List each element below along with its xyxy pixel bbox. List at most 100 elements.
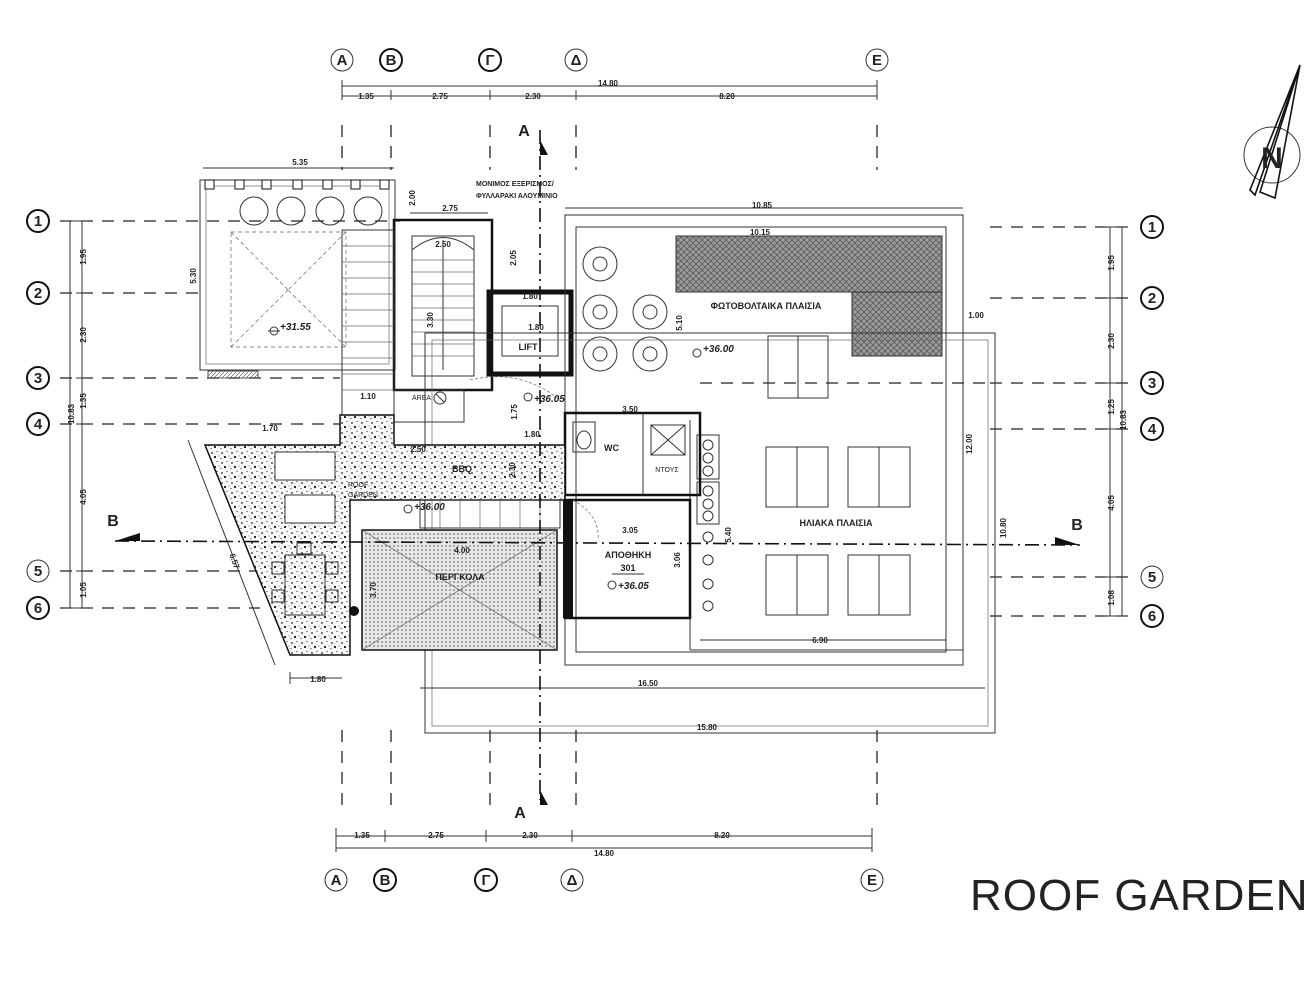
svg-text:6: 6	[1148, 608, 1156, 625]
drainage-grate	[207, 370, 259, 379]
svg-text:1: 1	[34, 213, 42, 230]
upper-terrace: 5.35 5.30 +31.55	[189, 158, 396, 379]
svg-text:ΗΛΙΑΚΑ ΠΛΑΙΣΙΑ: ΗΛΙΑΚΑ ΠΛΑΙΣΙΑ	[800, 518, 873, 528]
svg-text:3: 3	[1148, 375, 1156, 392]
svg-text:AREA: AREA	[412, 395, 431, 402]
svg-text:10.83: 10.83	[67, 403, 76, 424]
svg-text:3.70: 3.70	[369, 582, 378, 598]
row-bubbles-left: 1 2 3 4 5 6	[26, 209, 50, 620]
right-dimension-chain: 1.95 2.30 1.25 4.05 1.08 10.83	[1104, 226, 1128, 617]
svg-text:+36.05: +36.05	[534, 394, 565, 405]
level-marker-storage: +36.05	[607, 580, 649, 592]
svg-text:WC: WC	[604, 443, 619, 453]
column-bubbles-top: Α Β Γ Δ Ε	[330, 48, 889, 72]
grid-bubble-a-bottom: Α	[324, 868, 348, 892]
svg-text:BBQ: BBQ	[452, 464, 472, 474]
left-dimension-chain: 1.95 2.30 1.35 4.05 1.05 10.83	[64, 220, 88, 609]
svg-text:2.30: 2.30	[522, 831, 538, 840]
staircase: 2.75 2.00 2.50 3.30 2.05	[262, 190, 518, 433]
svg-text:2.50: 2.50	[410, 445, 426, 454]
svg-text:2.30: 2.30	[79, 327, 88, 343]
svg-text:5.30: 5.30	[189, 268, 198, 284]
parapet-posts	[204, 179, 390, 190]
svg-text:1.80: 1.80	[524, 430, 540, 439]
svg-text:2.30: 2.30	[508, 462, 517, 478]
level-marker-landing: +36.05	[523, 392, 565, 405]
svg-text:ΦΩΤΟΒΟΛΤΑΙΚΑ ΠΛΑΙΣΙΑ: ΦΩΤΟΒΟΛΤΑΙΚΑ ΠΛΑΙΣΙΑ	[711, 301, 822, 311]
svg-text:A: A	[514, 805, 526, 822]
svg-text:4: 4	[1148, 421, 1157, 438]
roof-garden: 2.50 BBQ ROOF GARDEN +36.00 2.30 6.57	[187, 414, 566, 666]
svg-text:3.50: 3.50	[622, 405, 638, 414]
svg-text:Β: Β	[386, 52, 397, 69]
svg-text:Ε: Ε	[872, 52, 882, 69]
svg-text:1.95: 1.95	[79, 249, 88, 265]
grid-bubble-3-left: 3	[26, 366, 50, 390]
pv-panel-array-lower	[851, 291, 943, 357]
svg-text:2.00: 2.00	[408, 190, 417, 206]
svg-text:2: 2	[34, 285, 42, 302]
svg-text:10.15: 10.15	[750, 228, 771, 237]
svg-text:2.30: 2.30	[525, 92, 541, 101]
svg-text:10.80: 10.80	[999, 517, 1008, 538]
north-arrow-icon: N	[1243, 64, 1301, 200]
svg-text:14.80: 14.80	[594, 849, 615, 858]
svg-text:Α: Α	[337, 52, 348, 69]
svg-text:Β: Β	[380, 872, 391, 889]
svg-text:A: A	[518, 123, 530, 140]
svg-text:1.35: 1.35	[354, 831, 370, 840]
svg-text:1.25: 1.25	[1107, 399, 1116, 415]
grid-bubble-e-top: Ε	[865, 48, 889, 72]
svg-text:+36.00: +36.00	[414, 502, 445, 513]
svg-text:6: 6	[34, 600, 42, 617]
svg-text:1.05: 1.05	[79, 582, 88, 598]
grid-bubble-e-bottom: Ε	[860, 868, 884, 892]
svg-text:4.00: 4.00	[454, 546, 470, 555]
svg-text:1.35: 1.35	[79, 393, 88, 409]
svg-text:3: 3	[34, 370, 42, 387]
grid-bubble-6-left: 6	[26, 596, 50, 620]
svg-text:14.80: 14.80	[598, 79, 619, 88]
grid-bubble-5-right: 5	[1140, 565, 1164, 589]
water-tanks-right	[582, 246, 668, 372]
svg-text:1: 1	[1148, 219, 1156, 236]
svg-text:2.75: 2.75	[428, 831, 444, 840]
ladder-note: ΜΟΝΙΜΟΣ ΕΞΕΡΙΣΜΟΣ/ ΦΥΛΛΑΡΑΚΙ ΑΛΟΥΜΙΝΙΟ	[476, 181, 558, 200]
drawing-title: ROOF GARDEN	[970, 871, 1308, 920]
svg-text:2.30: 2.30	[1107, 333, 1116, 349]
svg-text:5: 5	[1148, 569, 1156, 586]
svg-text:ΦΥΛΛΑΡΑΚΙ ΑΛΟΥΜΙΝΙΟ: ΦΥΛΛΑΡΑΚΙ ΑΛΟΥΜΙΝΙΟ	[476, 193, 558, 200]
svg-text:B: B	[107, 513, 119, 530]
grid-bubble-4-right: 4	[1140, 417, 1164, 441]
svg-text:ΝΤΟΥΣ: ΝΤΟΥΣ	[655, 467, 679, 474]
svg-text:2.75: 2.75	[432, 92, 448, 101]
grid-bubble-b-top: Β	[379, 48, 403, 72]
pergola: 4.00 3.70 ΠΕΡΓΚΟΛΑ	[361, 529, 558, 651]
svg-text:1.95: 1.95	[1107, 255, 1116, 271]
stair-treads	[412, 259, 474, 357]
svg-text:LIFT: LIFT	[519, 342, 538, 352]
svg-text:Ε: Ε	[867, 872, 877, 889]
svg-text:10.83: 10.83	[1119, 409, 1128, 430]
grid-bubble-5-left: 5	[26, 559, 50, 583]
lift-shaft: 1.80 1.80 LIFT +36.05	[469, 289, 574, 405]
svg-text:8.20: 8.20	[714, 831, 730, 840]
svg-text:1.80: 1.80	[522, 292, 538, 301]
dining-table	[271, 542, 339, 616]
svg-text:1.70: 1.70	[262, 424, 278, 433]
svg-text:ΜΟΝΙΜΟΣ ΕΞΕΡΙΣΜΟΣ/: ΜΟΝΙΜΟΣ ΕΞΕΡΙΣΜΟΣ/	[476, 181, 554, 188]
solar-collectors	[696, 434, 720, 612]
left-small-dim: 1.80	[289, 672, 342, 684]
row-bubbles-right: 1 2 3 4 5 6	[1140, 215, 1164, 628]
column-bubbles-bottom: Α Β Γ Δ Ε	[324, 868, 884, 892]
svg-text:3.30: 3.30	[426, 312, 435, 328]
svg-text:B: B	[1071, 517, 1083, 534]
svg-text:12.00: 12.00	[965, 433, 974, 454]
pv-area: 10.85 10.15 ΦΩΤΟΒΟΛΤΑΙΚΑ ΠΛΑΙΣΙΑ 5.10 1.…	[564, 201, 984, 666]
svg-text:4: 4	[34, 416, 43, 433]
svg-text:ROOF: ROOF	[348, 482, 368, 489]
svg-text:301: 301	[620, 563, 635, 573]
svg-text:+36.05: +36.05	[618, 581, 649, 592]
svg-text:3.05: 3.05	[622, 526, 638, 535]
